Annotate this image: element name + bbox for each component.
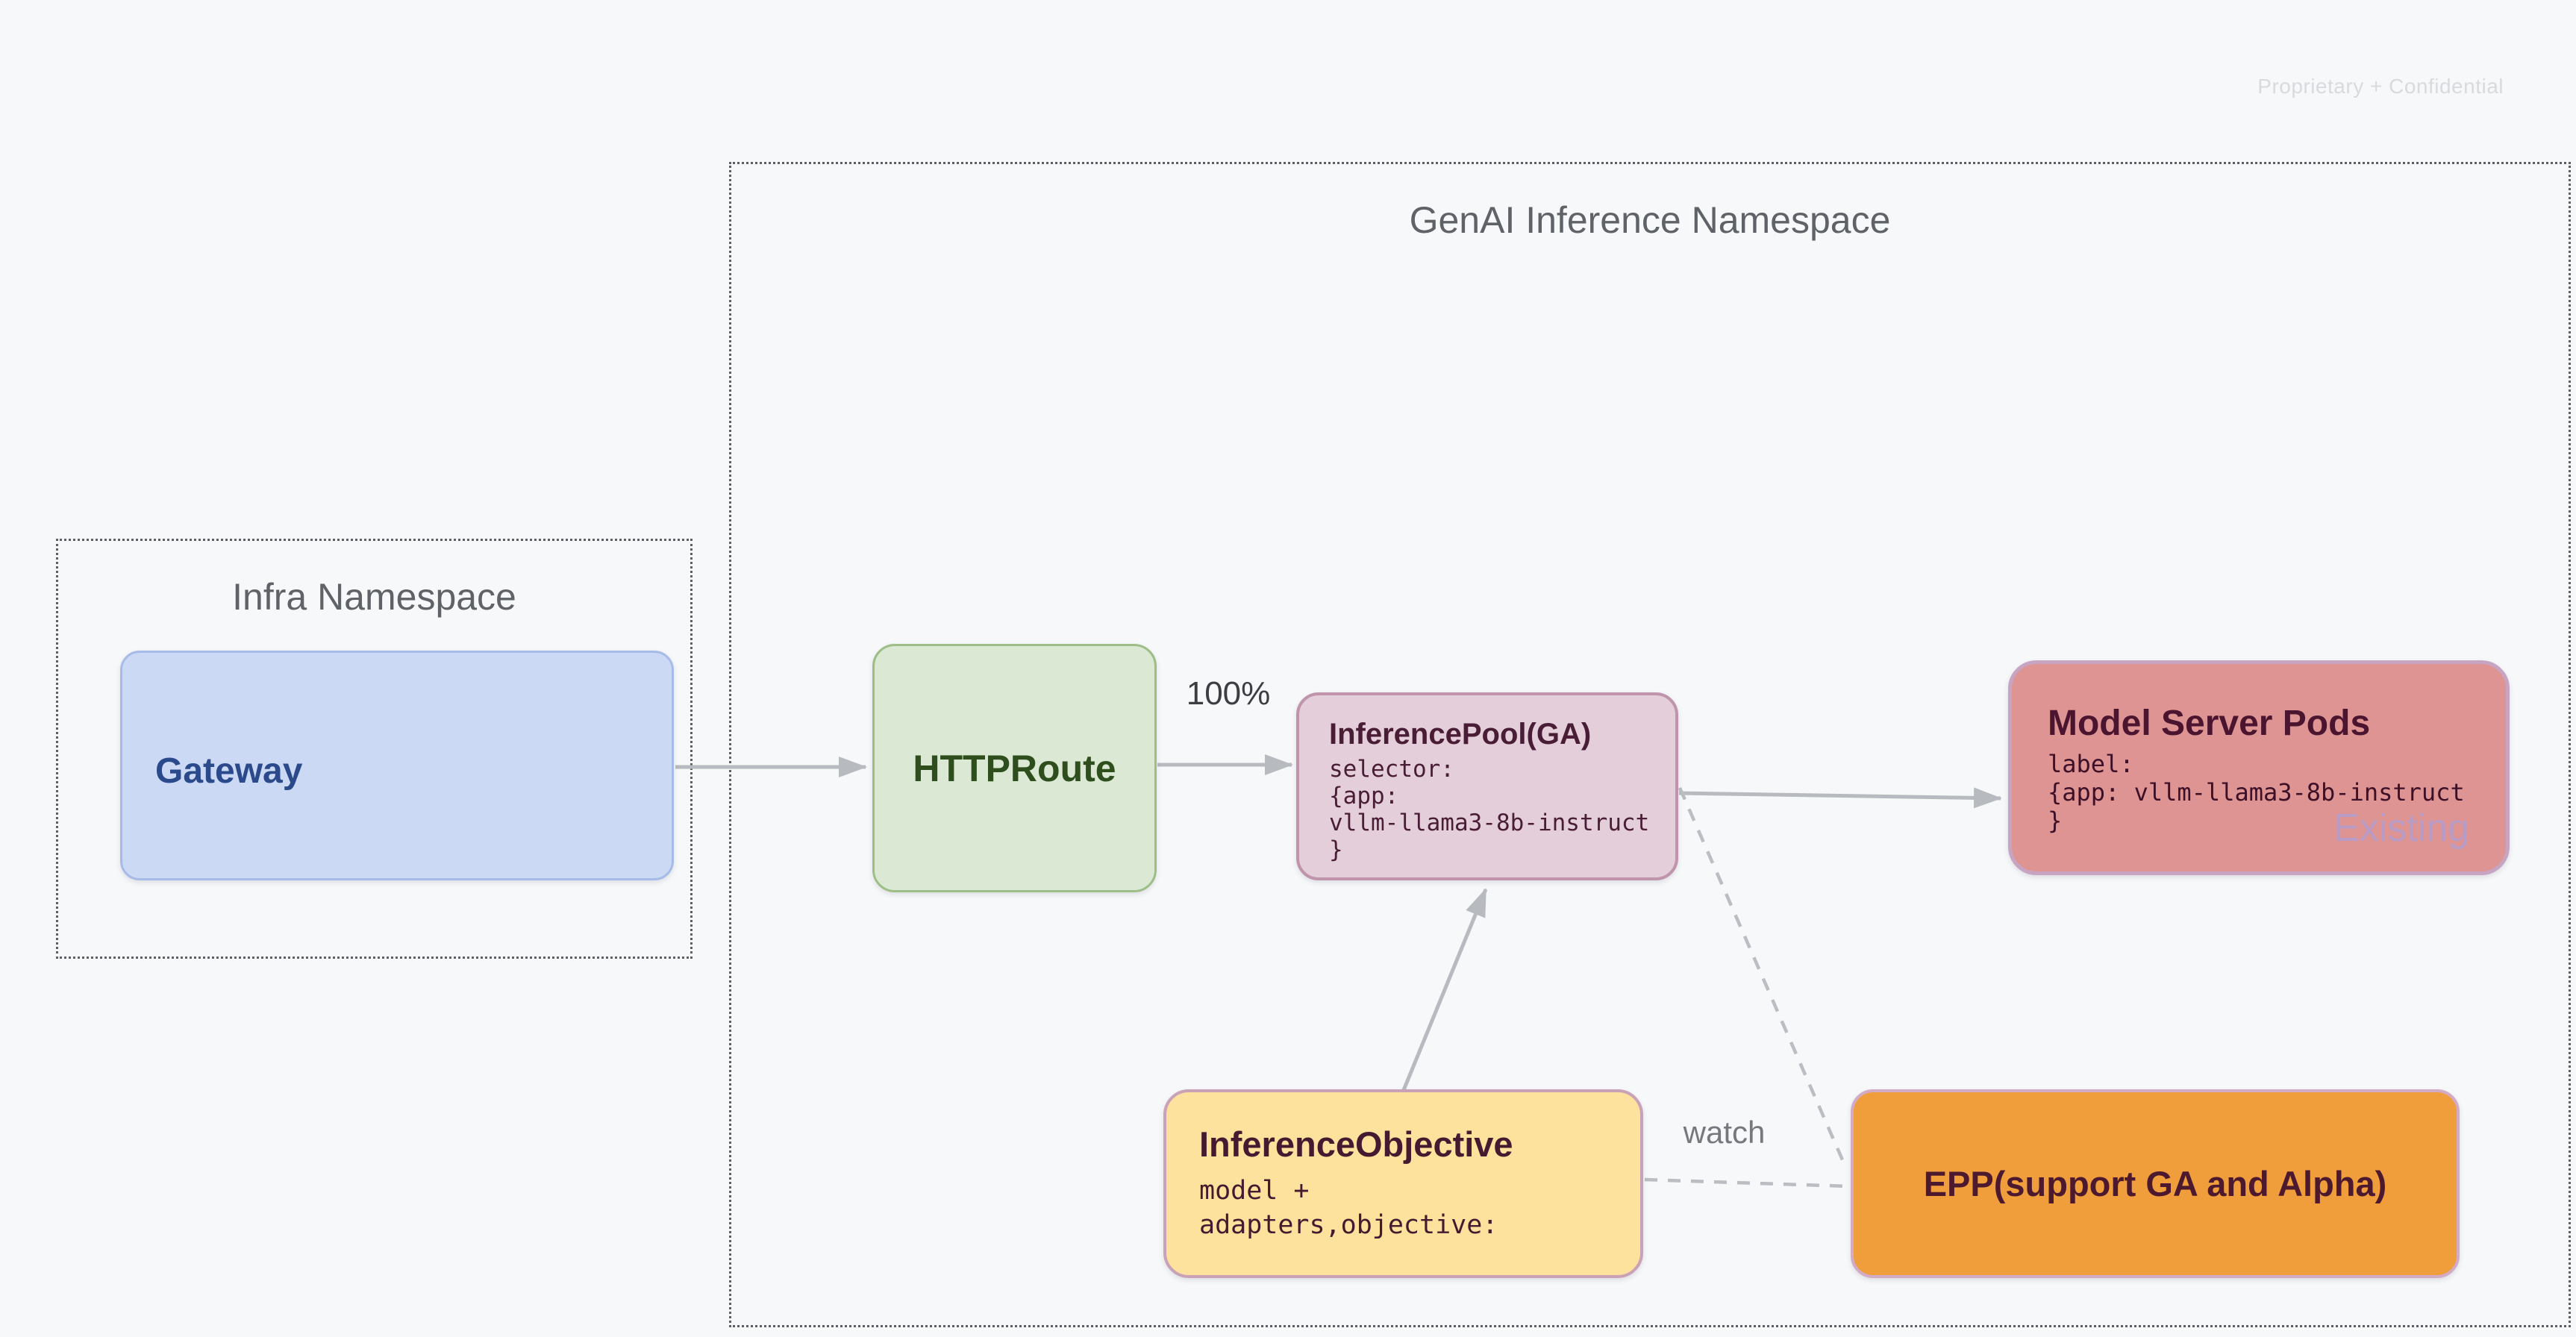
model-server-pods-label-code: label: {app: vllm-llama3-8b-instruct } <box>2048 750 2465 835</box>
genai-namespace-group[interactable]: GenAI Inference Namespace <box>729 162 2571 1327</box>
gateway-title: Gateway <box>155 751 303 791</box>
inference-objective-title: InferenceObjective <box>1199 1124 1513 1164</box>
traffic-split-label[interactable]: 100% <box>1186 675 1271 712</box>
epp-node[interactable]: EPP(support GA and Alpha) <box>1851 1089 2460 1278</box>
infra-namespace-group[interactable]: Infra Namespace <box>56 539 693 959</box>
infra-namespace-title: Infra Namespace <box>232 576 516 618</box>
genai-namespace-title: GenAI Inference Namespace <box>1409 199 1891 241</box>
httproute-title: HTTPRoute <box>913 747 1116 789</box>
httproute-node[interactable]: HTTPRoute <box>872 644 1157 892</box>
model-server-pods-title: Model Server Pods <box>2048 704 2371 743</box>
confidential-watermark: Proprietary + Confidential <box>2257 75 2504 98</box>
inference-pool-selector-code: selector: {app: vllm-llama3-8b-instruct … <box>1329 756 1650 863</box>
model-server-pods-node[interactable]: Model Server Pods label: {app: vllm-llam… <box>2008 660 2510 875</box>
inference-objective-node[interactable]: InferenceObjective model + adapters,obje… <box>1163 1089 1643 1278</box>
epp-title: EPP(support GA and Alpha) <box>1923 1164 2387 1203</box>
existing-badge[interactable]: Existing <box>2333 807 2470 850</box>
watch-label[interactable]: watch <box>1683 1115 1766 1150</box>
gateway-node[interactable]: Gateway <box>120 651 674 880</box>
inference-objective-code: model + adapters,objective: <box>1199 1176 1498 1240</box>
inference-pool-title: InferencePool(GA) <box>1329 718 1592 751</box>
inference-pool-node[interactable]: InferencePool(GA) selector: {app: vllm-l… <box>1296 692 1678 880</box>
